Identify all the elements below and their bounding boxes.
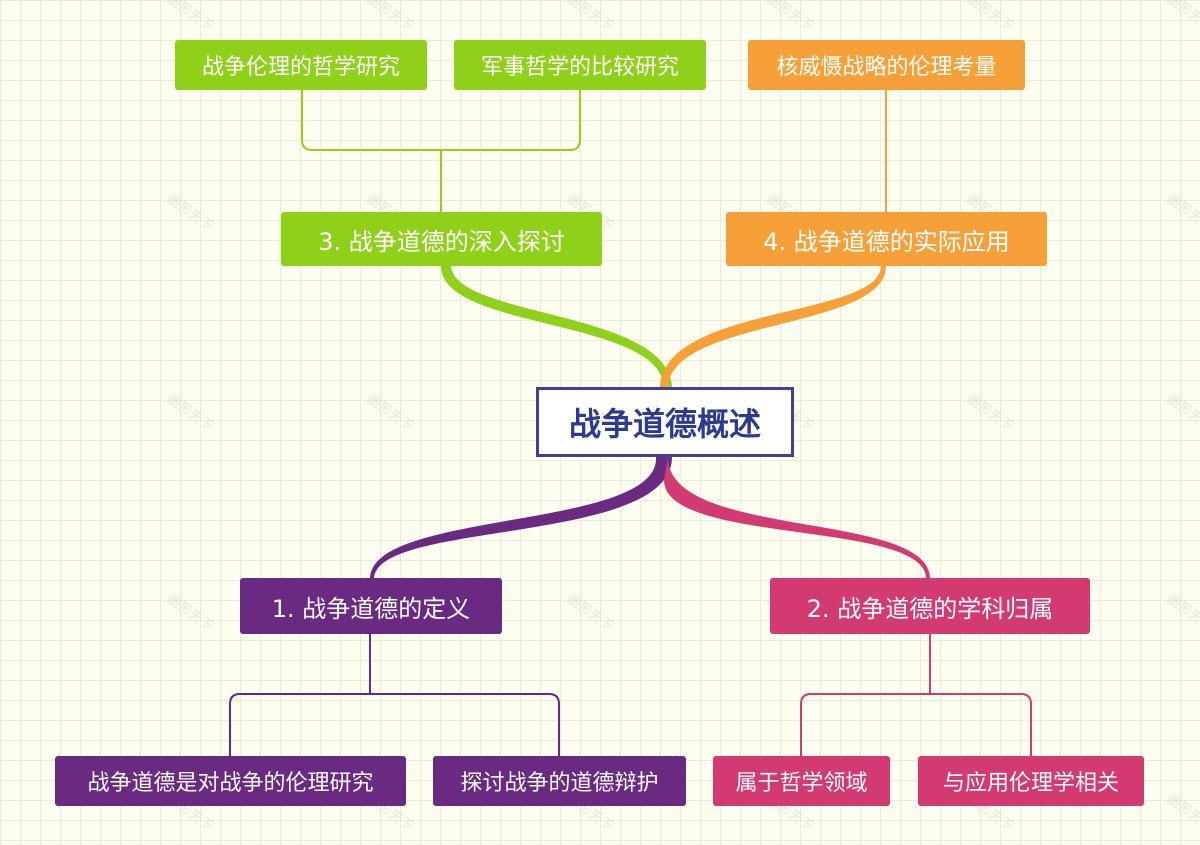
center-topic[interactable]: 战争道德概述: [536, 387, 794, 457]
link-b2-children: [800, 634, 1032, 756]
branch-1-child-2[interactable]: 探讨战争的道德辩护: [433, 756, 686, 806]
branch-3-child-1[interactable]: 战争伦理的哲学研究: [175, 40, 427, 90]
link-center-b1: [370, 457, 672, 578]
branch-2-child-1[interactable]: 属于哲学领域: [713, 756, 890, 806]
link-center-b2: [664, 457, 930, 578]
branch-2-child-2[interactable]: 与应用伦理学相关: [918, 756, 1144, 806]
link-b3-children: [301, 90, 581, 212]
branch-2-topic[interactable]: 2. 战争道德的学科归属: [770, 578, 1090, 634]
branch-4-topic[interactable]: 4. 战争道德的实际应用: [726, 212, 1047, 266]
branch-1-child-1[interactable]: 战争道德是对战争的伦理研究: [55, 756, 406, 806]
link-b1-children: [229, 634, 560, 756]
link-center-b3: [441, 266, 672, 387]
branch-1-topic[interactable]: 1. 战争道德的定义: [240, 578, 502, 634]
branch-4-child-1[interactable]: 核威慑战略的伦理考量: [748, 40, 1025, 90]
branch-3-topic[interactable]: 3. 战争道德的深入探讨: [281, 212, 602, 266]
branch-3-child-2[interactable]: 军事哲学的比较研究: [454, 40, 706, 90]
link-center-b4: [660, 266, 886, 387]
